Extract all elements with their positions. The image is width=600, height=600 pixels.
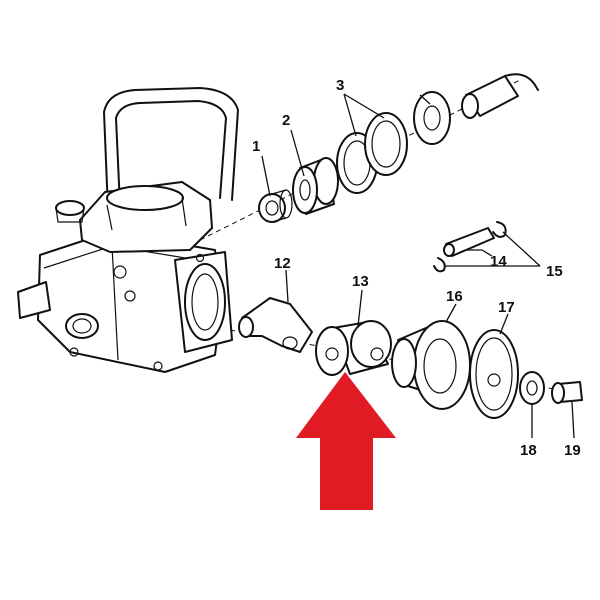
- part-1-bearing: [258, 189, 293, 223]
- label-part-19: 19: [564, 442, 581, 459]
- part-labels: 1 2 3 12 13 14 15 16 17 18 19: [252, 77, 581, 459]
- pump-housing: [17, 87, 239, 373]
- highlight-arrow: [296, 372, 396, 510]
- label-part-1: 1: [252, 138, 260, 155]
- label-part-13: 13: [352, 273, 369, 290]
- label-part-17: 17: [498, 299, 515, 316]
- label-part-18: 18: [520, 442, 537, 459]
- label-part-12: 12: [274, 255, 291, 272]
- part-15-clips: [433, 221, 507, 273]
- flat-washer-top: [413, 91, 451, 145]
- label-part-14: 14: [490, 253, 507, 270]
- part-17-disc: [469, 329, 519, 419]
- drive-shaft-top: [461, 73, 539, 119]
- part-18-washer: [519, 371, 545, 405]
- label-part-15: 15: [546, 263, 563, 280]
- label-part-2: 2: [282, 112, 290, 129]
- part-13-coupling: [315, 320, 392, 376]
- part-19-bolt: [551, 381, 583, 404]
- part-14-pin: [443, 227, 495, 257]
- part-16-pulley: [391, 320, 471, 410]
- part-3-rings: [336, 112, 408, 194]
- label-part-16: 16: [446, 288, 463, 305]
- leader-lines: [261, 93, 575, 439]
- part-2-seal: [292, 157, 339, 215]
- label-part-3: 3: [336, 77, 344, 94]
- part-12-lever: [238, 297, 313, 353]
